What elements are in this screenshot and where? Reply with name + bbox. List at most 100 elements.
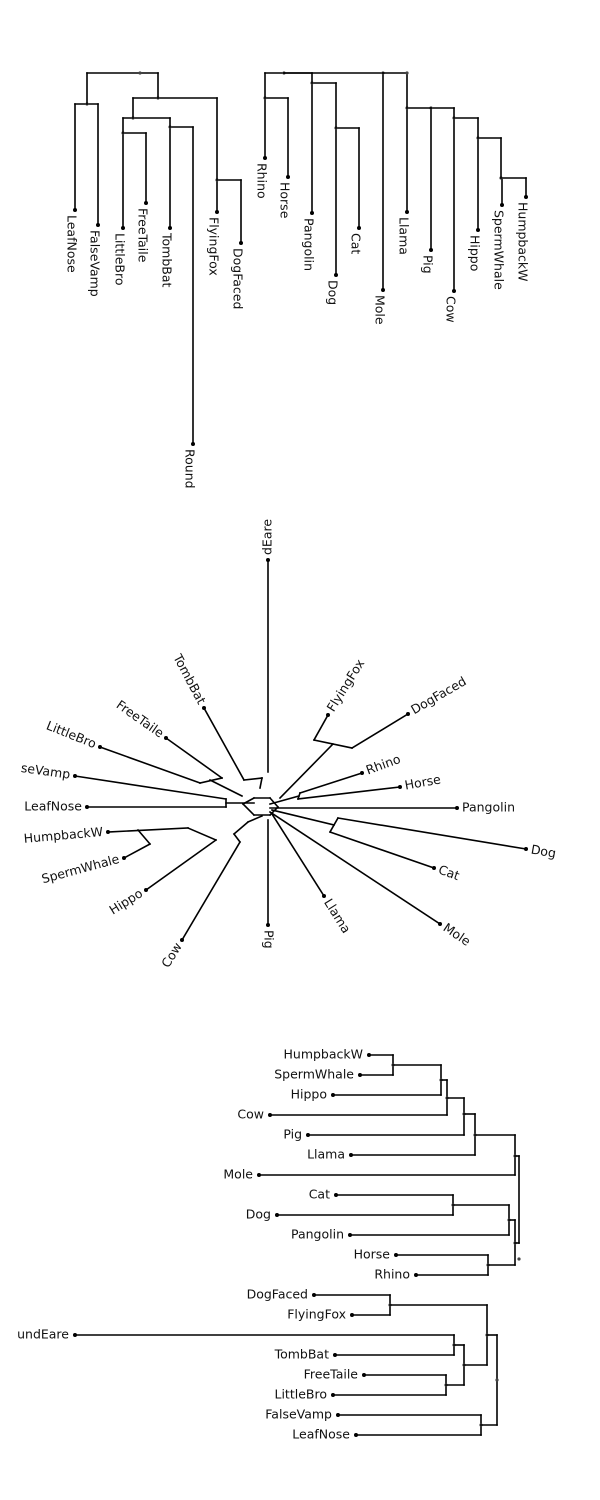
tree3-tip-dot-tombbat: [333, 1353, 337, 1357]
tree3-tip-label-flyingfox: FlyingFox: [287, 1307, 346, 1322]
tree3-tip-label-roundeare: undEare: [17, 1327, 69, 1342]
tree2-tip-dot-tombbat: [202, 706, 206, 710]
tree3-tip-label-pangolin: Pangolin: [291, 1227, 344, 1242]
tree1-tip-label-rhino: Rhino: [255, 163, 270, 199]
tree2-branch-25: [269, 795, 300, 805]
tree2-branch-22: [298, 771, 364, 795]
tree2-tip-dot-falsevamp: [73, 774, 77, 778]
tree2-branch-13: [278, 742, 335, 800]
tree2-tip-label-freetaile: FreeTaile: [114, 697, 167, 741]
tree2-branch-9: [259, 777, 263, 789]
tree1-tip-label-hippo: Hippo: [468, 235, 483, 271]
tree1-tip-dot-mole: [381, 288, 385, 292]
tree3-tip-dot-horse: [394, 1253, 398, 1257]
tree1-tip-label-mole: Mole: [373, 295, 388, 325]
tree1-tip-label-spermwhale: SpermWhale: [492, 210, 507, 290]
tree1-tip-dot-freetaile: [144, 201, 148, 205]
tree1-tip-dot-llama: [405, 210, 409, 214]
tree3-tip-label-spermwhale: SpermWhale: [274, 1067, 354, 1082]
tree2-tip-dot-rhino: [360, 771, 364, 775]
tree1-tip-label-pig: Pig: [421, 255, 436, 274]
tree2-tip-dot-dogfaced: [406, 712, 410, 716]
tree2-branch-38: [107, 827, 189, 833]
tree2-tip-label-falsevamp: seVamp: [20, 760, 71, 782]
tree2-branch-14: [164, 736, 224, 780]
tree2-tip-dot-flyingfox: [326, 713, 330, 717]
tree3-tip-label-humpbackw: HumpbackW: [284, 1047, 364, 1062]
tree1-tip-label-littlebro: LittleBro: [113, 233, 128, 286]
tree2-tip-label-flyingfox: FlyingFox: [323, 656, 367, 714]
tree2-tip-label-roundeare: dEare: [260, 519, 275, 555]
tree1-tip-dot-spermwhale: [500, 203, 504, 207]
tree3-tip-label-pig: Pig: [283, 1127, 302, 1142]
tree3-tip-label-cat: Cat: [309, 1187, 330, 1202]
tree3-tip-dot-mole: [257, 1173, 261, 1177]
tree1-tip-dot-littlebro: [121, 226, 125, 230]
tree2-tip-dot-llama: [322, 894, 326, 898]
tree1-tip-label-llama: Llama: [397, 217, 412, 255]
tree1-tip-dot-pig: [429, 248, 433, 252]
tree1-node-15-marker: [138, 71, 142, 75]
tree3-tip-dot-roundeare: [73, 1333, 77, 1337]
tree2-tip-label-hippo: Hippo: [106, 885, 145, 917]
tree2-tip-dot-roundeare: [266, 558, 270, 562]
tree1-tip-label-horse: Horse: [278, 182, 293, 219]
tree3-tip-dot-spermwhale: [358, 1073, 362, 1077]
tree1-tip-dot-cat: [357, 226, 361, 230]
tree1-tip-dot-dogfaced: [239, 241, 243, 245]
tree2-branch-30: [271, 809, 335, 826]
tree3-tip-dot-cow: [268, 1113, 272, 1117]
tree3-tip-dot-dogfaced: [312, 1293, 316, 1297]
tree3-tip-dot-leafnose: [354, 1433, 358, 1437]
tree1-tip-dot-falsevamp: [96, 223, 100, 227]
tree2-branch-18: [74, 775, 227, 800]
tree2-tip-label-humpbackw: HumpbackW: [23, 824, 104, 846]
tree2-tip-dot-hippo: [144, 888, 148, 892]
tree1-tip-dot-pangolin: [310, 211, 314, 215]
tree3-node-15-marker: [495, 1378, 499, 1382]
tree3-node-17-marker: [517, 1257, 521, 1261]
tree3-tip-dot-falsevamp: [336, 1413, 340, 1417]
tree3-tip-dot-pangolin: [348, 1233, 352, 1237]
tree2-tip-label-cat: Cat: [436, 862, 461, 883]
tree2-tip-label-leafnose: LeafNose: [24, 799, 82, 814]
tree3-tip-label-leafnose: LeafNose: [292, 1427, 350, 1442]
tree1-tip-label-falsevamp: FalseVamp: [88, 230, 103, 297]
tree1-tip-dot-roundeare: [191, 442, 195, 446]
tree2-branch-40: [136, 828, 152, 846]
tree3-tip-dot-freetaile: [362, 1373, 366, 1377]
tree2-branch-37: [186, 826, 218, 842]
tree2-tip-label-spermwhale: SpermWhale: [40, 851, 121, 886]
tree2-branch-23: [297, 786, 401, 800]
tree2-branch-39: [122, 842, 152, 860]
tree2-branch-11: [350, 712, 410, 750]
tree2-branch-27: [337, 817, 527, 850]
tree1-tip-label-dogfaced: DogFaced: [231, 248, 246, 309]
tree2-branch-7: [202, 706, 246, 782]
tree3-tip-dot-pig: [306, 1133, 310, 1137]
tree1-tip-dot-humpbackw: [524, 195, 528, 199]
tree2-branch-34: [180, 840, 242, 942]
tree3-tip-label-dogfaced: DogFaced: [247, 1287, 308, 1302]
tree2-tip-dot-pig: [266, 923, 270, 927]
tree3-tip-dot-humpbackw: [367, 1053, 371, 1057]
tree3-tip-label-mole: Mole: [223, 1167, 253, 1182]
tree2-tip-dot-humpbackw: [106, 830, 110, 834]
tree2-tip-dot-freetaile: [164, 736, 168, 740]
tree2-branch-17: [208, 778, 244, 798]
tree3-tip-label-falsevamp: FalseVamp: [265, 1407, 332, 1422]
tree2-tip-label-pangolin: Pangolin: [462, 800, 515, 815]
tree1-tip-label-pangolin: Pangolin: [302, 218, 317, 271]
tree3-tip-dot-llama: [349, 1153, 353, 1157]
tree3-tip-dot-dog: [275, 1213, 279, 1217]
tree2-branch-42: [246, 814, 264, 824]
tree2-tip-dot-littlebro: [98, 745, 102, 749]
tree2-tip-label-littlebro: LittleBro: [44, 718, 98, 752]
tree2-tip-dot-spermwhale: [122, 856, 126, 860]
tree2-tip-label-dogfaced: DogFaced: [408, 673, 469, 717]
tree3-tip-dot-littlebro: [331, 1393, 335, 1397]
tree2-tip-dot-horse: [398, 785, 402, 789]
